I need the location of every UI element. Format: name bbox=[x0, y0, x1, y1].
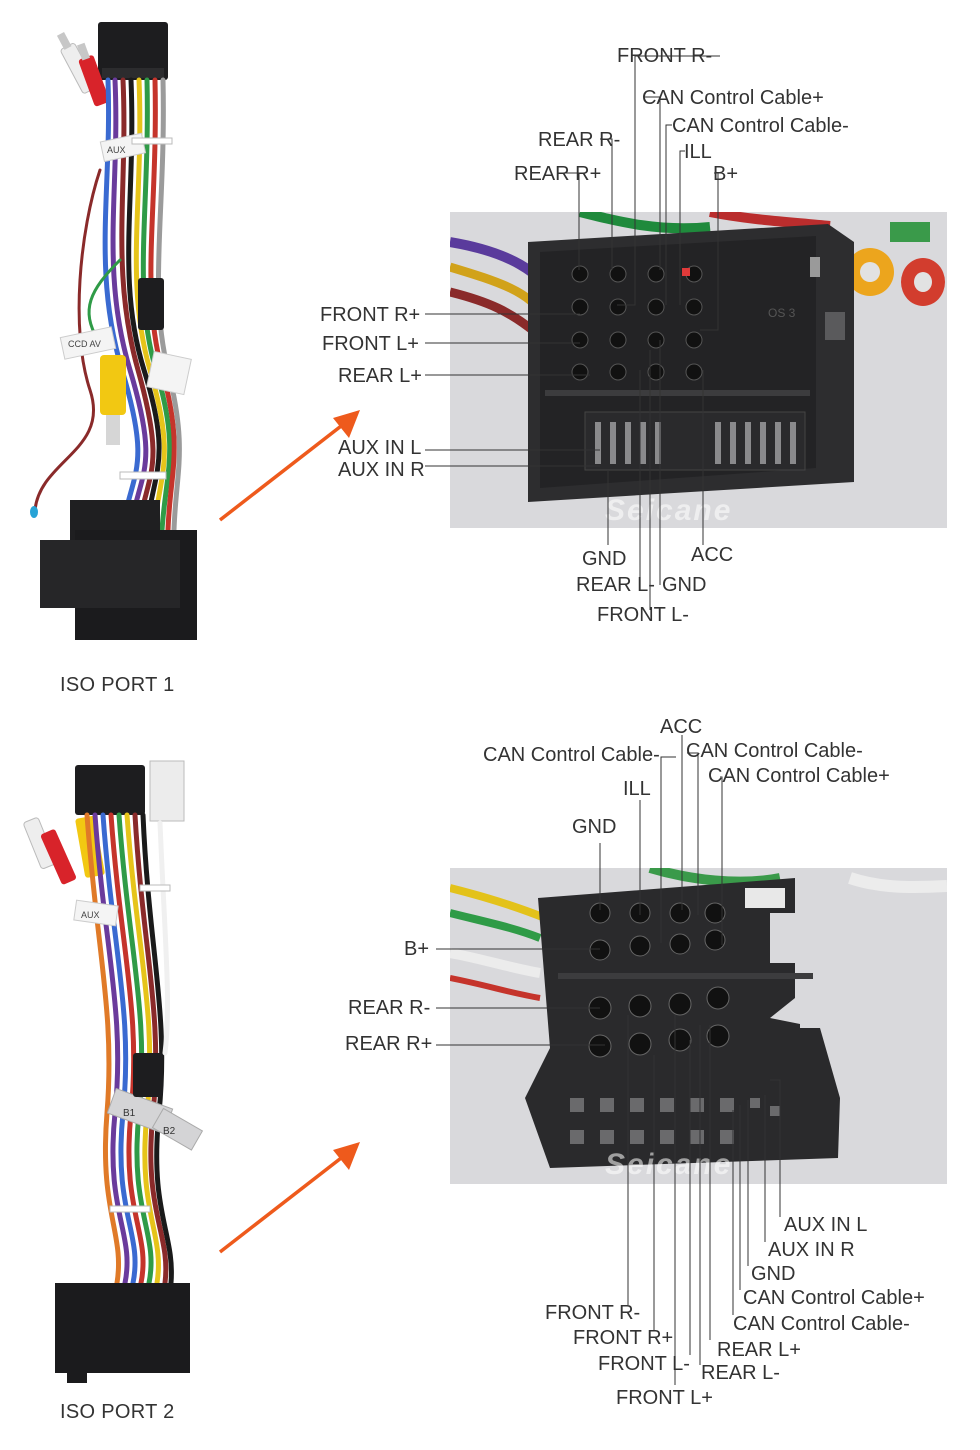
label-gnd: GND bbox=[582, 548, 627, 570]
iso-port-2-section: AUX B1 B2 ISO PORT 2 bbox=[0, 717, 980, 1450]
label-front-r-plus: FRONT R+ bbox=[573, 1327, 674, 1349]
pointer-arrow bbox=[218, 410, 360, 522]
label-ill: ILL bbox=[684, 141, 712, 163]
harness-1-image: AUX CCD AV bbox=[30, 22, 197, 640]
label-can-minus: CAN Control Cable- bbox=[672, 115, 849, 137]
label-front-l-plus: FRONT L+ bbox=[322, 333, 419, 355]
label-rear-l-minus: REAR L- bbox=[576, 574, 655, 596]
label-can-plus: CAN Control Cable+ bbox=[708, 765, 890, 787]
label-can-minus-3: CAN Control Cable- bbox=[733, 1313, 910, 1335]
label-front-r-minus: FRONT R- bbox=[617, 45, 713, 67]
label-acc: ACC bbox=[691, 544, 734, 566]
label-rear-r-plus: REAR R+ bbox=[345, 1033, 433, 1055]
label-front-l-minus: FRONT L- bbox=[598, 1353, 690, 1375]
harness-1-tag-aux: AUX bbox=[107, 145, 126, 155]
label-gnd: GND bbox=[572, 816, 617, 838]
label-aux-in-r: AUX IN R bbox=[338, 459, 425, 481]
label-rear-l-plus: REAR L+ bbox=[338, 365, 422, 387]
port-title: ISO PORT 2 bbox=[60, 1401, 175, 1423]
label-aux-in-r: AUX IN R bbox=[768, 1239, 855, 1261]
harness-2-tag-b2: B2 bbox=[163, 1126, 176, 1137]
label-can-minus: CAN Control Cable- bbox=[483, 744, 660, 766]
leader-lines-1 bbox=[425, 55, 720, 610]
watermark: Seicane bbox=[605, 494, 732, 527]
label-rear-l-minus: REAR L- bbox=[701, 1362, 780, 1384]
label-front-l-minus: FRONT L- bbox=[597, 604, 689, 626]
label-front-r-plus: FRONT R+ bbox=[320, 304, 421, 326]
label-rear-r-minus: REAR R- bbox=[538, 129, 621, 151]
label-b-plus: B+ bbox=[404, 938, 430, 960]
connector-1-photo: OS 3 Seicane bbox=[450, 212, 947, 528]
label-rear-l-plus: REAR L+ bbox=[717, 1339, 801, 1361]
harness-1-tag-ccd-av: CCD AV bbox=[68, 339, 101, 349]
harness-2-tag-aux: AUX bbox=[81, 910, 100, 920]
connector-2-photo: Seicane bbox=[450, 868, 947, 1184]
leader-lines-2 bbox=[436, 735, 781, 1385]
label-gnd-2: GND bbox=[662, 574, 707, 596]
svg-text:OS 3: OS 3 bbox=[768, 306, 796, 320]
harness-2-image: AUX B1 B2 bbox=[23, 760, 204, 1383]
label-gnd-2: GND bbox=[751, 1263, 796, 1285]
label-front-r-minus: FRONT R- bbox=[545, 1302, 641, 1324]
label-can-plus: CAN Control Cable+ bbox=[642, 87, 824, 109]
label-aux-in-l: AUX IN L bbox=[338, 437, 422, 459]
harness-2-tag-b1: B1 bbox=[123, 1108, 136, 1119]
label-can-plus-2: CAN Control Cable+ bbox=[743, 1287, 925, 1309]
port-title: ISO PORT 1 bbox=[60, 674, 175, 696]
label-rear-r-minus: REAR R- bbox=[348, 997, 431, 1019]
label-front-l-plus: FRONT L+ bbox=[616, 1387, 713, 1409]
iso-port-1-section: AUX CCD AV ISO PORT 1 bbox=[30, 22, 947, 696]
label-rear-r-plus: REAR R+ bbox=[514, 163, 602, 185]
label-acc: ACC bbox=[660, 716, 703, 738]
label-ill: ILL bbox=[623, 778, 651, 800]
label-aux-in-l: AUX IN L bbox=[784, 1214, 868, 1236]
pointer-arrow bbox=[218, 1142, 360, 1254]
label-b-plus: B+ bbox=[713, 163, 739, 185]
label-can-minus-2: CAN Control Cable- bbox=[686, 740, 863, 762]
